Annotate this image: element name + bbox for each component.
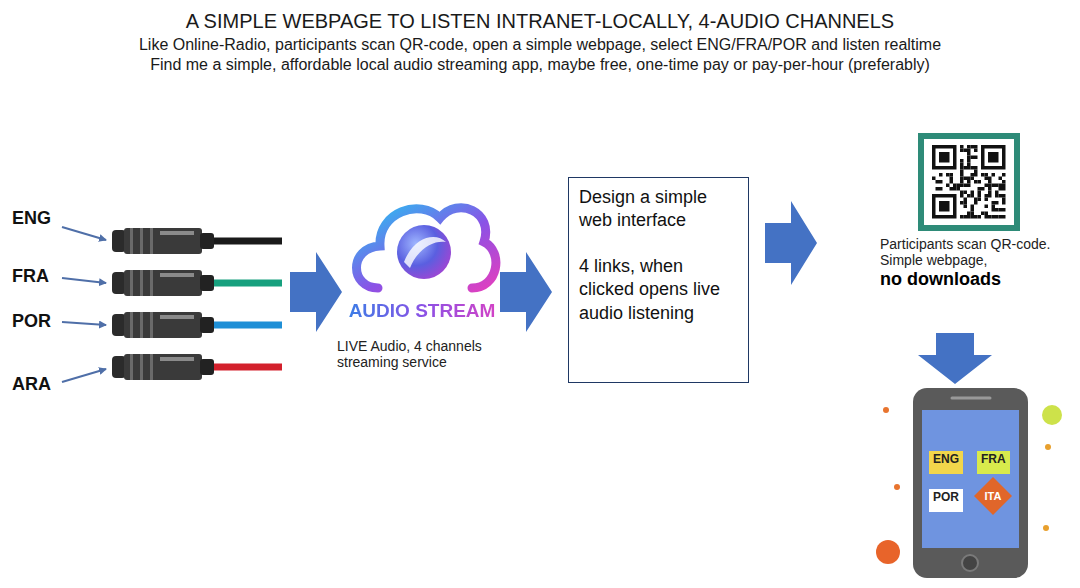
node-text: POR — [933, 490, 959, 504]
node-text: ENG — [933, 452, 959, 466]
language-diamond: ITA — [974, 477, 1012, 515]
qr-note: Participants scan QR-code. Simple webpag… — [880, 236, 1068, 268]
language-button: ENG — [929, 451, 963, 474]
channel-label: FRA — [12, 266, 62, 287]
qr-note-bold: no downloads — [880, 269, 1068, 290]
node-text: ITA — [985, 490, 1002, 502]
node-text: Design a simple web interface — [579, 186, 738, 233]
audio-stream-logo — [357, 208, 496, 288]
decor-dots — [876, 405, 1062, 564]
diagram-title: A SIMPLE WEBPAGE TO LISTEN INTRANET-LOCA… — [0, 10, 1080, 33]
channel-label: ENG — [12, 208, 62, 229]
logo-text: AUDIO STREAM — [332, 300, 512, 322]
phone — [913, 388, 1028, 578]
language-button: FRA — [977, 451, 1010, 474]
channel-label: ARA — [12, 374, 62, 395]
subtitle: Find me a simple, affordable local audio… — [0, 56, 1080, 74]
process-box: Design a simple web interface 4 links, wh… — [568, 177, 749, 383]
subtitle: Like Online-Radio, participants scan QR-… — [0, 36, 1080, 54]
channel-label: POR — [12, 311, 62, 332]
leader-arrows — [62, 227, 106, 382]
node-text: FRA — [981, 452, 1006, 466]
node-body: 4 links, when clicked opens live audio l… — [579, 255, 738, 325]
xlr-connectors — [112, 228, 282, 380]
service-note: LIVE Audio, 4 channels streaming service — [337, 338, 512, 370]
qr-caption-group: Participants scan QR-code. Simple webpag… — [880, 236, 1068, 290]
qr-code — [921, 136, 1017, 228]
language-button: POR — [929, 489, 963, 512]
